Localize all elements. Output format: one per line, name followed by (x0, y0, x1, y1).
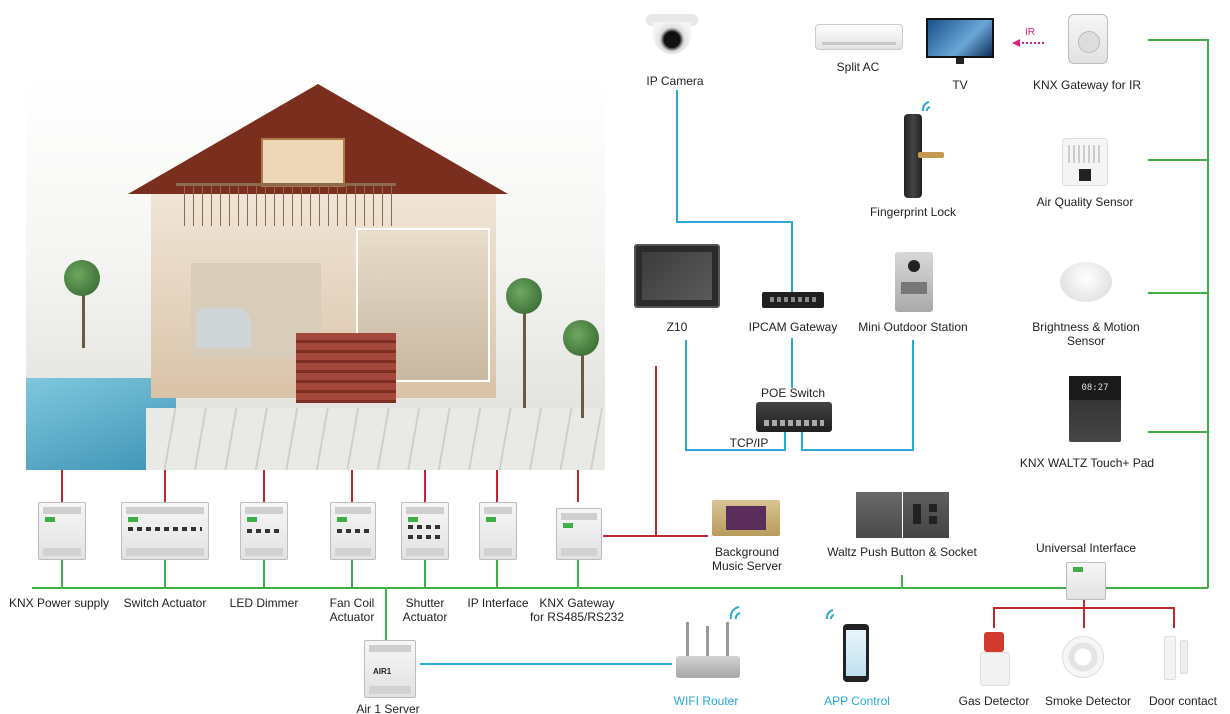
shutter-actuator-device (401, 502, 449, 560)
knx-gateway-rs-label-1: KNX Gateway (539, 596, 615, 610)
air1-server-label: Air 1 Server (356, 702, 420, 714)
red-lines (61, 366, 1175, 628)
app-control-phone (843, 624, 869, 682)
split-ac-device (815, 24, 903, 50)
air-quality-sensor-label: Air Quality Sensor (1036, 195, 1134, 209)
shutter-label-1: Shutter (405, 596, 445, 610)
ip-interface-label: IP Interface (467, 596, 529, 610)
waltz-push-button-device (856, 492, 902, 538)
wifi-icon (825, 609, 835, 620)
fan-coil-actuator-device (330, 502, 376, 560)
ip-interface-device (479, 502, 517, 560)
poe-switch-device (756, 402, 832, 432)
knx-waltz-touch-label: KNX WALTZ Touch+ Pad (1019, 456, 1155, 470)
universal-interface-label: Universal Interface (1035, 541, 1137, 555)
knx-gateway-rs-label-2: for RS485/RS232 (529, 610, 625, 624)
tv-device (926, 18, 994, 64)
wifi-router-label: WIFI Router (673, 694, 739, 708)
brightness-motion-label-1: Brightness & Motion (1032, 320, 1140, 334)
ipcam-gateway-label: IPCAM Gateway (748, 320, 838, 334)
switch-actuator-label: Switch Actuator (123, 596, 207, 610)
waltz-push-label: Waltz Push Button & Socket (827, 545, 977, 559)
fan-coil-label-1: Fan Coil (329, 596, 375, 610)
air-quality-sensor-device (1062, 138, 1108, 186)
gas-detector-device (978, 632, 1010, 686)
knx-gateway-ir-device (1068, 14, 1108, 64)
universal-interface-device (1066, 562, 1106, 600)
knx-power-supply-device (38, 502, 86, 560)
fingerprint-lock-device (904, 114, 922, 198)
knx-power-supply-label: KNX Power supply (8, 596, 110, 610)
gas-detector-label: Gas Detector (958, 694, 1030, 708)
poe-switch-label: POE Switch (760, 386, 826, 400)
door-contact-magnet (1180, 640, 1188, 674)
background-music-server-device (712, 500, 780, 536)
switch-actuator-device (121, 502, 209, 560)
bg-music-label-1: Background (714, 545, 780, 559)
shutter-label-2: Actuator (402, 610, 448, 624)
z10-panel-device (634, 244, 720, 308)
fan-coil-label-2: Actuator (329, 610, 375, 624)
waltz-socket-device (903, 492, 949, 538)
knx-gateway-rs-device (556, 508, 602, 560)
lock-handle (918, 152, 944, 158)
mini-outdoor-station-device (895, 252, 933, 312)
smoke-detector-label: Smoke Detector (1044, 694, 1132, 708)
mini-outdoor-station-label: Mini Outdoor Station (858, 320, 968, 334)
tcp-ip-label: TCP/IP (729, 436, 769, 450)
wifi-router-device (672, 622, 744, 682)
tv-label: TV (952, 78, 968, 92)
air1-badge: AIR1 (373, 667, 392, 676)
ir-mark: IR (1025, 27, 1035, 38)
led-dimmer-device (240, 502, 288, 560)
ipcam-gateway-device (762, 292, 824, 308)
z10-label: Z10 (666, 320, 688, 334)
led-dimmer-label: LED Dimmer (229, 596, 299, 610)
knx-waltz-touch-pad-device: 08:27 (1069, 376, 1121, 442)
door-contact-device (1164, 636, 1176, 680)
ip-camera-device (646, 14, 698, 58)
wifi-icon (921, 101, 931, 112)
house-illustration (26, 78, 605, 470)
door-contact-label: Door contact (1148, 694, 1218, 708)
app-control-label: APP Control (824, 694, 890, 708)
split-ac-label: Split AC (836, 60, 880, 74)
air1-server-device: AIR1 (364, 640, 416, 698)
knx-gateway-ir-label: KNX Gateway for IR (1032, 78, 1142, 92)
brightness-motion-label-2: Sensor (1066, 334, 1106, 348)
wifi-icon (729, 606, 741, 620)
touch-time: 08:27 (1069, 376, 1121, 400)
brightness-motion-sensor-device (1060, 262, 1112, 302)
ip-camera-label: IP Camera (646, 74, 704, 88)
bg-music-label-2: Music Server (711, 559, 783, 573)
ethernet-lines (420, 90, 914, 665)
knx-bus-lines (32, 39, 1209, 640)
smoke-detector-device (1062, 636, 1104, 678)
fingerprint-lock-label: Fingerprint Lock (869, 205, 957, 219)
